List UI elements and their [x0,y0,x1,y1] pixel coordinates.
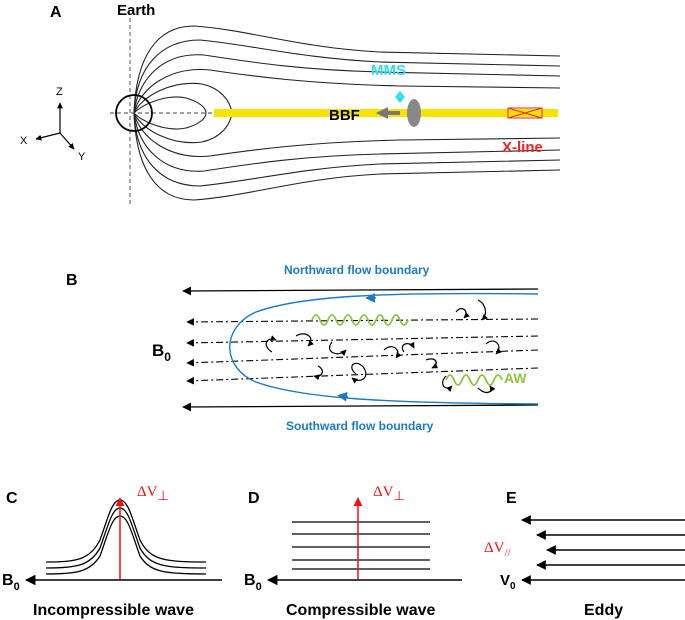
panel-b: B Northward flow boundary Southward flow… [66,263,539,433]
e-v0-label: V0 [500,572,516,592]
earth-circle [115,94,153,132]
panel-a-letter: A [50,4,62,21]
d-field-lines [292,521,430,570]
boundary-arrow-bottom [337,391,349,402]
d-caption: Compressible wave [286,602,436,619]
c-wave-lines [45,499,207,575]
panel-b-b0-label: B0 [152,341,171,364]
axis-x-label: X [20,135,28,147]
panel-c-letter: C [6,490,18,507]
flow-boundary [229,292,539,405]
panel-a: A Earth X-line [20,2,561,205]
coordinate-axes [35,102,75,150]
b-solid-line-top [182,286,539,296]
magnetosphere-field-lines [133,25,561,201]
axis-z-label: Z [56,86,63,98]
south-boundary-label: Southward flow boundary [286,419,434,433]
panel-e-letter: E [506,490,517,507]
b-solid-line-bottom [182,402,539,412]
alfven-wave-bottom [445,374,503,386]
c-caption: Incompressible wave [33,602,194,619]
b-dashdot-lines [186,318,539,385]
e-caption: Eddy [584,602,623,619]
panel-d: D ΔV⊥ B0 Compressible wave [244,484,462,619]
aw-label: AW [504,370,527,386]
c-b0-label: B0 [2,572,20,593]
d-dv-label: ΔV⊥ [373,484,405,503]
mms-label: MMS [371,62,406,79]
alfven-wave-top [311,314,409,326]
e-flow-arrows [521,515,685,585]
panel-e: E ΔV// V0 Eddy [484,490,685,619]
panel-b-letter: B [66,272,78,289]
axis-y-label: Y [78,151,86,163]
north-boundary-label: Northward flow boundary [284,263,430,277]
c-dv-label: ΔV⊥ [137,484,169,503]
xline-label: X-line [502,139,543,156]
bbf-label: BBF [329,107,360,124]
panel-d-letter: D [248,490,260,507]
xline-marker [507,107,543,119]
bbf-ellipse [407,99,421,127]
earth-label: Earth [117,2,155,19]
mms-diamond [395,91,405,103]
eddies [265,299,502,394]
d-b0-label: B0 [244,572,262,593]
e-dv-label: ΔV// [484,540,512,559]
panel-c: C ΔV⊥ B0 Incompressible wave [2,484,222,619]
